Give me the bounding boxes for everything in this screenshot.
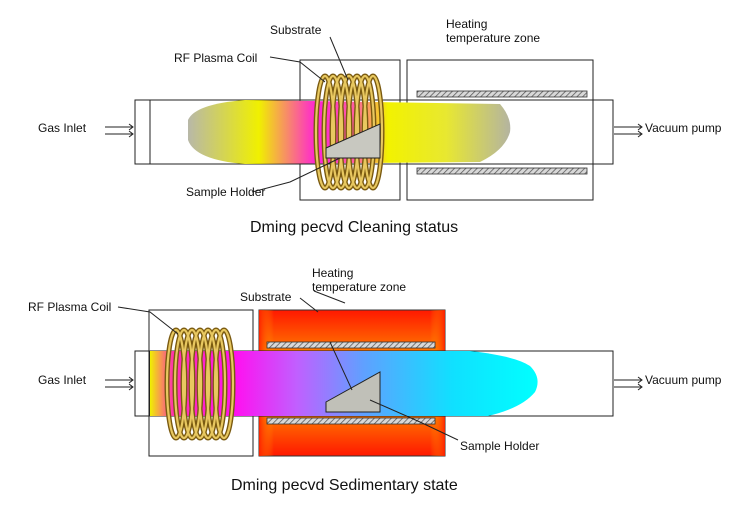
top-diagram: Substrate Heating temperature zone RF Pl… bbox=[38, 17, 722, 236]
bottom-plasma-glow bbox=[150, 351, 538, 416]
top-gas-inlet-label: Gas Inlet bbox=[38, 121, 87, 135]
top-heater-bar-lower bbox=[416, 167, 588, 175]
bottom-sample-holder-leader bbox=[369, 399, 459, 441]
bottom-sample-holder-label: Sample Holder bbox=[460, 439, 539, 453]
top-caption: Dming pecvd Cleaning status bbox=[250, 219, 458, 236]
top-heating-label-2: temperature zone bbox=[446, 31, 540, 45]
top-sample-holder-leader bbox=[251, 157, 341, 193]
bottom-rf-coil-label: RF Plasma Coil bbox=[28, 300, 111, 314]
top-gas-inlet-arrows bbox=[105, 123, 134, 138]
bottom-rf-coil bbox=[164, 327, 236, 441]
bottom-heater-bar-upper bbox=[266, 341, 436, 349]
top-sample-holder bbox=[325, 123, 381, 159]
bottom-gas-inlet-arrows bbox=[105, 376, 134, 391]
top-rf-coil-label: RF Plasma Coil bbox=[174, 51, 257, 65]
bottom-diagram: Heating temperature zone Substrate RF Pl… bbox=[28, 266, 722, 494]
bottom-heating-leader bbox=[313, 290, 346, 304]
bottom-gas-inlet-label: Gas Inlet bbox=[38, 373, 87, 387]
bottom-vacuum-pump-label: Vacuum pump bbox=[645, 373, 722, 387]
top-heating-label-1: Heating bbox=[446, 17, 487, 31]
bottom-substrate-label: Substrate bbox=[240, 290, 292, 304]
bottom-substrate-pointer bbox=[329, 341, 353, 391]
bottom-substrate-leader bbox=[299, 297, 319, 313]
top-heater-bar-upper bbox=[416, 90, 588, 98]
bottom-vacuum-arrows bbox=[614, 376, 643, 391]
bottom-heating-label-1: Heating bbox=[312, 266, 353, 280]
top-vacuum-arrows bbox=[614, 123, 643, 138]
bottom-coil-leader bbox=[117, 306, 179, 335]
top-coil-leader bbox=[269, 56, 326, 83]
top-vacuum-pump-label: Vacuum pump bbox=[645, 121, 722, 135]
bottom-heater-bar-lower bbox=[266, 417, 436, 425]
bottom-caption: Dming pecvd Sedimentary state bbox=[231, 477, 458, 494]
top-substrate-leader bbox=[329, 36, 349, 81]
bottom-heating-label-2: temperature zone bbox=[312, 280, 406, 294]
bottom-sample-holder bbox=[325, 371, 381, 413]
top-sample-holder-label: Sample Holder bbox=[186, 185, 265, 199]
top-substrate-label: Substrate bbox=[270, 23, 322, 37]
